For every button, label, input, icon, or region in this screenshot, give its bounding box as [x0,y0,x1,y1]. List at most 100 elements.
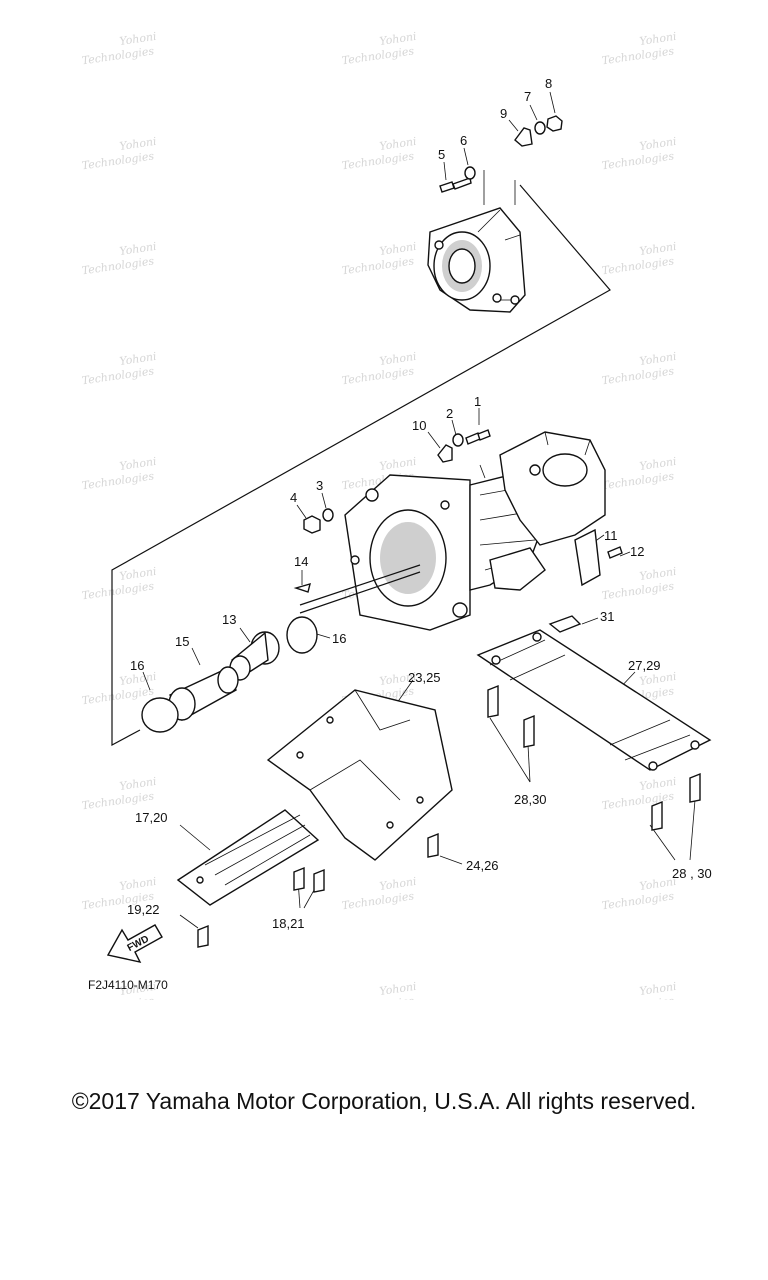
watermark-line1: Yohoni [639,240,678,258]
hose-assembly [141,616,318,733]
watermark-line2: Technologies [81,469,155,492]
callout-3: 3 [316,478,323,493]
washer-7 [534,121,546,135]
callout-5: 5 [438,147,445,162]
watermark-line1: Yohoni [119,455,158,473]
watermark-line1: Yohoni [379,135,418,153]
watermark-line1: Yohoni [639,350,678,368]
nut-8 [546,115,563,132]
intake-bracket [266,689,453,861]
copyright-notice: ©2017 Yamaha Motor Corporation, U.S.A. A… [71,1088,697,1114]
screw-12 [607,546,623,559]
watermark-line2: Technologies [601,889,675,912]
callout-1: 1 [474,394,481,409]
watermark-line1: Yohoni [379,875,418,893]
callout-27-29: 27,29 [628,658,661,673]
callout-16b: 16 [130,658,144,673]
clamp-16a [286,616,318,654]
washer-2 [452,433,464,447]
watermark-line2: Technologies [341,149,415,172]
watermark-line2: Technologies [601,149,675,172]
callout-19-22: 19,22 [127,902,160,917]
watermark-line2: Technologies [341,44,415,67]
callout-8: 8 [545,76,552,91]
callout-4: 4 [290,490,297,505]
watermark-line2: Technologies [601,469,675,492]
watermark-line1: Yohoni [379,30,418,48]
callout-6: 6 [460,133,467,148]
watermark-line1: Yohoni [119,350,158,368]
callout-12: 12 [630,544,644,559]
clamp-16b [141,697,179,733]
callout-15: 15 [175,634,189,649]
callout-10: 10 [412,418,426,433]
watermark-line2: Technologies [601,994,675,1000]
jet-pump-body [344,431,606,631]
bolt-5 [439,177,472,193]
watermark-line2: Technologies [81,364,155,387]
watermark-line2: Technologies [81,254,155,277]
watermark-line2: Technologies [341,994,415,1000]
watermark-line2: Technologies [601,579,675,602]
watermark-line1: Yohoni [639,30,678,48]
bearing-housing [427,170,526,313]
callout-17-20: 17,20 [135,810,168,825]
watermark-line1: Yohoni [379,455,418,473]
watermark-line2: Technologies [81,789,155,812]
watermark-line1: Yohoni [119,875,158,893]
watermark-line2: Technologies [81,44,155,67]
watermark-line2: Technologies [81,579,155,602]
screw-14 [293,582,311,593]
clip-31 [548,615,582,633]
watermark-line1: Yohoni [119,775,158,793]
watermark-line1: Yohoni [119,565,158,583]
watermark-line2: Technologies [601,789,675,812]
watermark-line2: Technologies [81,684,155,707]
watermark-line1: Yohoni [379,240,418,258]
callout-14: 14 [294,554,308,569]
watermark-line1: Yohoni [379,350,418,368]
callout-28-30b: 28 , 30 [672,866,712,881]
watermark-line1: Yohoni [639,775,678,793]
nut-4 [303,515,321,534]
watermark-line1: Yohoni [639,980,678,998]
watermark-line2: Technologies [341,364,415,387]
washer-6 [464,166,476,180]
watermark-line2: Technologies [601,364,675,387]
callout-2: 2 [446,406,453,421]
watermark-line2: Technologies [81,994,155,1000]
watermark-line1: Yohoni [639,670,678,688]
fwd-arrow-icon: FWD [106,924,163,963]
callout-18-21: 18,21 [272,916,305,931]
washer-3 [322,508,334,522]
diagram-code: F2J4110-M170 [88,978,168,992]
watermark-line1: Yohoni [639,455,678,473]
callout-23-25: 23,25 [408,670,441,685]
callout-28-30a: 28,30 [514,792,547,807]
watermark-line2: Technologies [601,44,675,67]
ride-plate [476,629,712,771]
watermark-line2: Technologies [601,254,675,277]
watermark-line1: Yohoni [379,670,418,688]
callout-24-26: 24,26 [466,858,499,873]
callout-13: 13 [222,612,236,627]
watermark-line1: Yohoni [119,240,158,258]
bolt-group [197,684,701,948]
callout-16a: 16 [332,631,346,646]
assembly-frame [111,184,611,747]
callout-9: 9 [500,106,507,121]
plate-11 [574,528,601,587]
watermark-line1: Yohoni [379,980,418,998]
watermark-line2: Technologies [341,889,415,912]
watermark-line2: Technologies [81,149,155,172]
watermark-line1: Yohoni [639,135,678,153]
drive-shaft-lower [299,571,421,614]
watermark-line1: Yohoni [639,565,678,583]
bolt-1 [465,429,491,445]
callout-7: 7 [524,89,531,104]
watermark-line1: Yohoni [119,30,158,48]
watermark-line1: Yohoni [639,875,678,893]
watermark-line2: Technologies [341,254,415,277]
bracket-9 [514,127,533,147]
